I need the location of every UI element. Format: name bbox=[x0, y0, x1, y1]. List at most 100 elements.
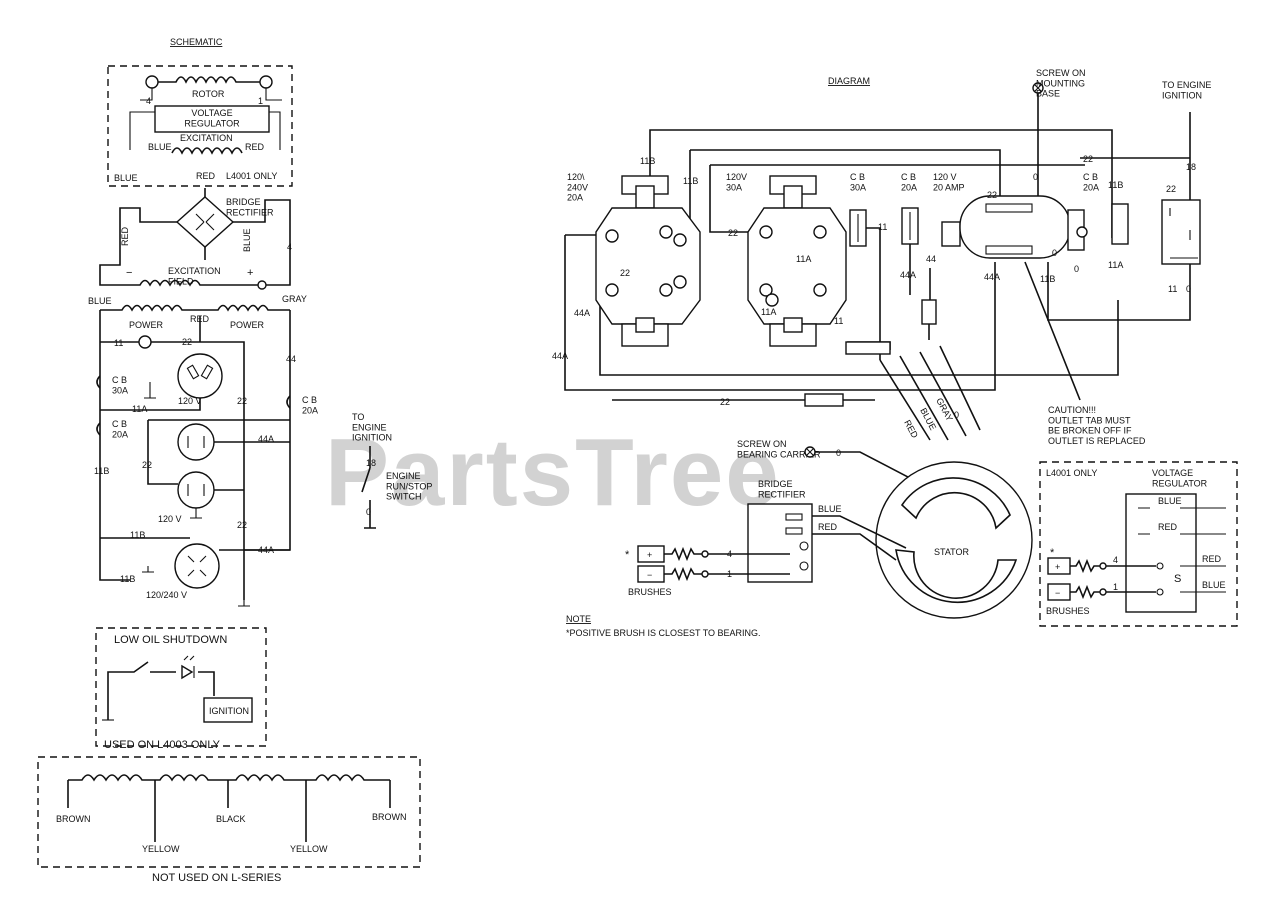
wire-11-label: 11 bbox=[114, 338, 123, 348]
wire-11-c: 11 bbox=[1168, 284, 1177, 294]
ignition-connector bbox=[1161, 199, 1201, 265]
winding-yellow-right: YELLOW bbox=[290, 844, 328, 854]
regulator-pin-4: 4 bbox=[1113, 555, 1118, 565]
rotor-label: ROTOR bbox=[192, 89, 225, 99]
regulator-plus: + bbox=[1055, 562, 1060, 572]
terminal-block bbox=[845, 341, 891, 355]
power-right-label: POWER bbox=[230, 320, 265, 330]
wire-44-label: 44 bbox=[286, 354, 296, 364]
wire-0-f: 0 bbox=[836, 448, 841, 458]
rotor-regulator-box bbox=[107, 65, 293, 187]
wire-22-mid: 22 bbox=[237, 396, 247, 406]
schematic-wire-0: 0 bbox=[366, 507, 371, 517]
ignition-box bbox=[203, 697, 253, 723]
ignition-label: IGNITION bbox=[209, 706, 249, 716]
wire-0-b: 0 bbox=[1052, 248, 1057, 258]
wire-11-a: 11 bbox=[834, 316, 843, 326]
stator-windings: BROWN YELLOW BLACK YELLOW BROWN NOT USED… bbox=[37, 756, 421, 884]
wire-22-e: 22 bbox=[1166, 184, 1176, 194]
low-oil-shutdown: LOW OIL SHUTDOWN IGNITION USED ON L4003 … bbox=[95, 627, 267, 751]
regulator-brushes: BRUSHES bbox=[1046, 606, 1090, 616]
lamp-symbol bbox=[138, 335, 152, 349]
wire-11a-c: 11A bbox=[1108, 260, 1123, 270]
bridge-red-side: RED bbox=[120, 226, 130, 246]
field-minus: − bbox=[126, 267, 132, 279]
inline-resistor bbox=[804, 393, 844, 407]
wire-44a-d: 44A bbox=[984, 272, 1000, 282]
schematic-l4001-only: L4001 ONLY bbox=[226, 171, 277, 181]
regulator-red: RED bbox=[1202, 554, 1222, 564]
wire-11a-b: 11A bbox=[761, 307, 776, 317]
brush-pin-4: 4 bbox=[727, 549, 732, 559]
wire-11b-c: 11B bbox=[1040, 274, 1055, 284]
receptacle-120v-20amp bbox=[941, 195, 1088, 259]
note-title: NOTE bbox=[566, 614, 591, 624]
schematic-red-out: RED bbox=[196, 171, 216, 181]
wire-18: 18 bbox=[1186, 162, 1196, 172]
windings-not-used: NOT USED ON L-SERIES bbox=[152, 872, 281, 884]
wire-22-dup: 22 bbox=[142, 460, 152, 470]
winding-yellow-left: YELLOW bbox=[142, 844, 180, 854]
wire-11a-a: 11A bbox=[796, 254, 811, 264]
regulator-star: * bbox=[1050, 547, 1055, 559]
wire-0-c: 0 bbox=[1074, 264, 1079, 274]
wire-44-a: 44 bbox=[926, 254, 936, 264]
diagram-title: DIAGRAM bbox=[828, 76, 870, 86]
stator bbox=[875, 461, 1033, 619]
regulator-blue-top: BLUE bbox=[1158, 496, 1182, 506]
diode-symbol bbox=[181, 664, 194, 680]
inline-connector bbox=[921, 299, 937, 325]
wire-11b-d: 11B bbox=[1108, 180, 1123, 190]
schematic-wire-18: 18 bbox=[366, 458, 376, 468]
wire-11b-label: 11B bbox=[94, 466, 109, 476]
winding-black: BLACK bbox=[216, 814, 246, 824]
excitation-label: EXCITATION bbox=[180, 133, 233, 143]
winding-brown-right: BROWN bbox=[372, 812, 407, 822]
wire-22-b: 22 bbox=[728, 228, 738, 238]
wire-22-a: 22 bbox=[620, 268, 630, 278]
wire-0-a: 0 bbox=[1033, 172, 1038, 182]
regulator-red-top: RED bbox=[1158, 522, 1178, 532]
brush-star: * bbox=[625, 549, 630, 561]
outlet-120-240v-label: 120/240 V bbox=[146, 590, 187, 600]
wire-11b-3: 11B bbox=[120, 574, 135, 584]
field-plus: + bbox=[247, 267, 253, 279]
regulator-s: S bbox=[1174, 573, 1181, 585]
wire-11b-a: 11B bbox=[640, 156, 655, 166]
power-blue-label: BLUE bbox=[88, 296, 112, 306]
breaker-20a-b bbox=[1111, 203, 1129, 245]
outlet-120-240v bbox=[174, 543, 220, 589]
outlet-120v-label: 120 V bbox=[178, 396, 202, 406]
wire-0-d: 0 bbox=[1186, 284, 1191, 294]
wire-44a-a: 44A bbox=[574, 308, 590, 318]
wire-44a-2: 44A bbox=[258, 545, 274, 555]
positive-brush-sign: + bbox=[647, 550, 652, 560]
regulator-minus: − bbox=[1055, 588, 1060, 598]
power-gray-label: GRAY bbox=[282, 294, 307, 304]
bridge-rectifier-symbol bbox=[99, 188, 291, 286]
schematic-blue-out: BLUE bbox=[114, 173, 138, 183]
wire-22-c: 22 bbox=[987, 190, 997, 200]
outlet-30a bbox=[177, 353, 223, 399]
wire-44a-c: 44A bbox=[900, 270, 916, 280]
schematic-wire-4: 4 bbox=[287, 242, 292, 252]
receptacle-120v-30a bbox=[747, 175, 847, 347]
